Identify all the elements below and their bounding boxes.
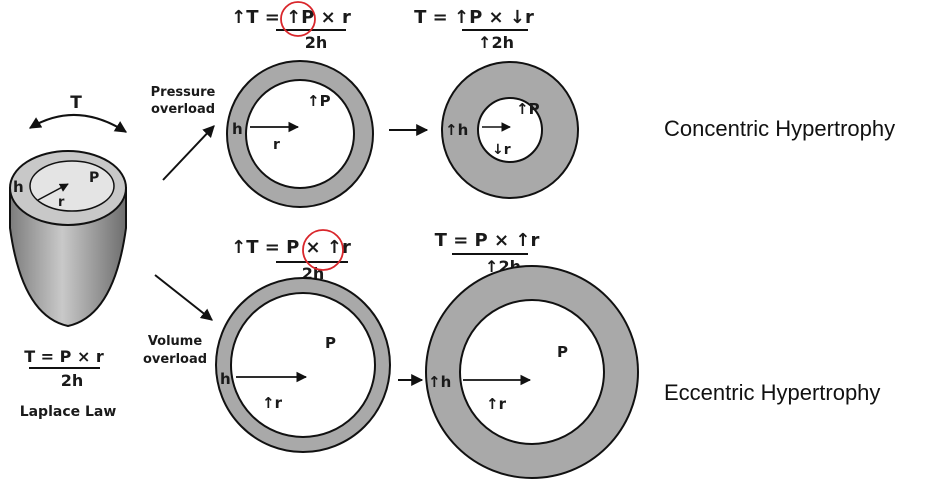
laplace-heart-group: T h r P T = P × r 2h Laplace Law <box>9 93 128 420</box>
volume-formula2-top: T = P × ↑r <box>435 230 540 251</box>
heart-radius-arrow <box>37 183 69 201</box>
volume-label-line1: Volume <box>148 334 203 349</box>
volume-ring2-r: ↑r <box>486 395 507 413</box>
rotation-label: T <box>70 93 82 113</box>
volume-ring1-h: h <box>220 370 231 388</box>
laplace-formula-top: T = P × r <box>24 347 104 366</box>
volume-ring2-cavity <box>459 299 605 445</box>
pressure-ring2-h: ↑h <box>445 121 468 139</box>
pressure-formula1-bottom: 2h <box>305 33 328 52</box>
volume-ring1-p: P <box>325 334 336 352</box>
laplace-caption: Laplace Law <box>20 404 117 420</box>
volume-overload-group: Volume overload ↑T = P × ↑r 2h T = P × ↑… <box>143 229 639 479</box>
volume-formula1-top: ↑T = P × ↑r <box>231 237 351 258</box>
pressure-label-line2: overload <box>151 102 215 117</box>
concentric-label: Concentric Hypertrophy <box>664 116 895 141</box>
pressure-ring2-r: ↓r <box>492 142 511 158</box>
heart-h-label: h <box>13 178 24 196</box>
heart-cavity <box>29 160 115 212</box>
pressure-highlight-circle <box>280 1 316 37</box>
pressure-ring1-r: r <box>273 137 280 153</box>
eccentric-label: Eccentric Hypertrophy <box>664 380 880 405</box>
laplace-formula-bottom: 2h <box>61 371 84 390</box>
pressure-ring1-h: h <box>232 120 243 138</box>
pressure-formula2-bottom: ↑2h <box>478 33 514 52</box>
volume-ring2-h: ↑h <box>428 373 451 391</box>
heart-p-label: P <box>89 170 99 186</box>
heart-body <box>9 187 127 328</box>
pressure-ring2-p: ↑P <box>516 100 540 118</box>
pressure-formula2-top: T = ↑P × ↓r <box>414 7 534 28</box>
pressure-ring1-cavity <box>245 79 355 189</box>
volume-branch-arrow <box>154 274 213 321</box>
pressure-overload-group: Pressure overload ↑T = ↑P × r 2h T = ↑P … <box>151 1 579 208</box>
volume-ring1-r: ↑r <box>262 394 283 412</box>
pressure-label-line1: Pressure <box>151 85 216 100</box>
pressure-ring1-p: ↑P <box>307 92 331 110</box>
volume-label-line2: overload <box>143 352 207 367</box>
volume-highlight-circle <box>302 229 344 271</box>
rotation-arrow <box>28 113 128 133</box>
pressure-formula1-top: ↑T = ↑P × r <box>231 7 351 28</box>
volume-ring1-cavity <box>230 292 376 438</box>
heart-r-label: r <box>58 195 65 210</box>
pressure-branch-arrow <box>162 125 215 181</box>
volume-ring2-p: P <box>557 343 568 361</box>
